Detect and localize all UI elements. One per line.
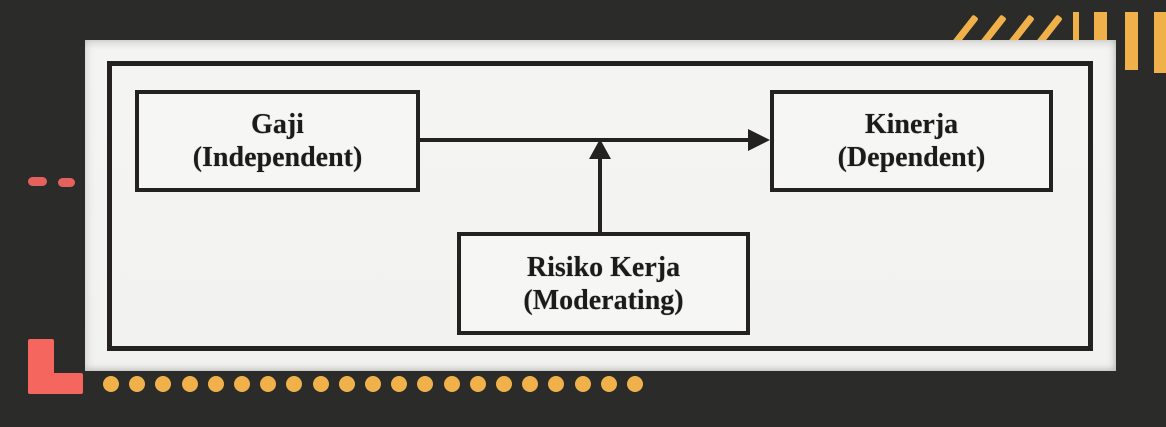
direct-effect-arrowhead-icon [748,129,770,151]
moderating-arrowhead-icon [589,139,611,159]
yellow-dot-icon [181,376,198,392]
direct-effect-arrow-line [420,138,750,142]
node-title: Gaji [251,109,304,140]
node-title: Risiko Kerja [526,251,681,283]
yellow-dot-icon [207,376,224,392]
red-corner-l-icon [28,373,83,394]
yellow-dot-icon [522,376,539,392]
yellow-dot-icon [338,376,355,392]
node-independent-gaji: Gaji (Independent) [135,90,420,192]
yellow-slash-group [0,0,1166,80]
yellow-dot-row [103,376,663,392]
yellow-dot-icon [548,376,565,392]
yellow-dot-icon [312,376,329,392]
yellow-dot-icon [391,376,408,392]
yellow-bar-icon [1154,12,1166,73]
yellow-dot-icon [155,376,172,392]
framework-diagram: Gaji (Independent) Kinerja (Dependent) R… [85,40,1116,371]
yellow-dot-icon [627,376,643,392]
red-dash-icon [28,177,47,186]
moderating-arrow-line [598,158,602,232]
yellow-bar-icon [1073,12,1079,42]
yellow-dot-icon [574,376,591,392]
yellow-dot-icon [496,376,512,392]
yellow-bar-icon [1094,12,1107,43]
node-title: Kinerja [864,109,959,140]
node-moderating-risiko-kerja: Risiko Kerja (Moderating) [457,232,750,335]
node-role: (Independent) [192,142,363,173]
node-role: (Moderating) [523,284,684,316]
node-role: (Dependent) [837,142,986,173]
yellow-dot-icon [469,376,486,392]
yellow-dot-icon [365,376,381,392]
yellow-dot-icon [417,376,434,392]
yellow-dot-icon [129,376,146,392]
yellow-dot-icon [286,376,303,392]
yellow-dot-icon [600,376,617,392]
yellow-bar-icon [1125,12,1138,70]
yellow-dot-icon [234,376,250,392]
yellow-dot-icon [443,376,460,392]
yellow-dot-icon [260,376,277,392]
node-dependent-kinerja: Kinerja (Dependent) [770,90,1053,192]
yellow-dot-icon [103,376,119,392]
red-dash-icon [58,178,75,187]
diagram-outer-frame [107,61,1093,351]
